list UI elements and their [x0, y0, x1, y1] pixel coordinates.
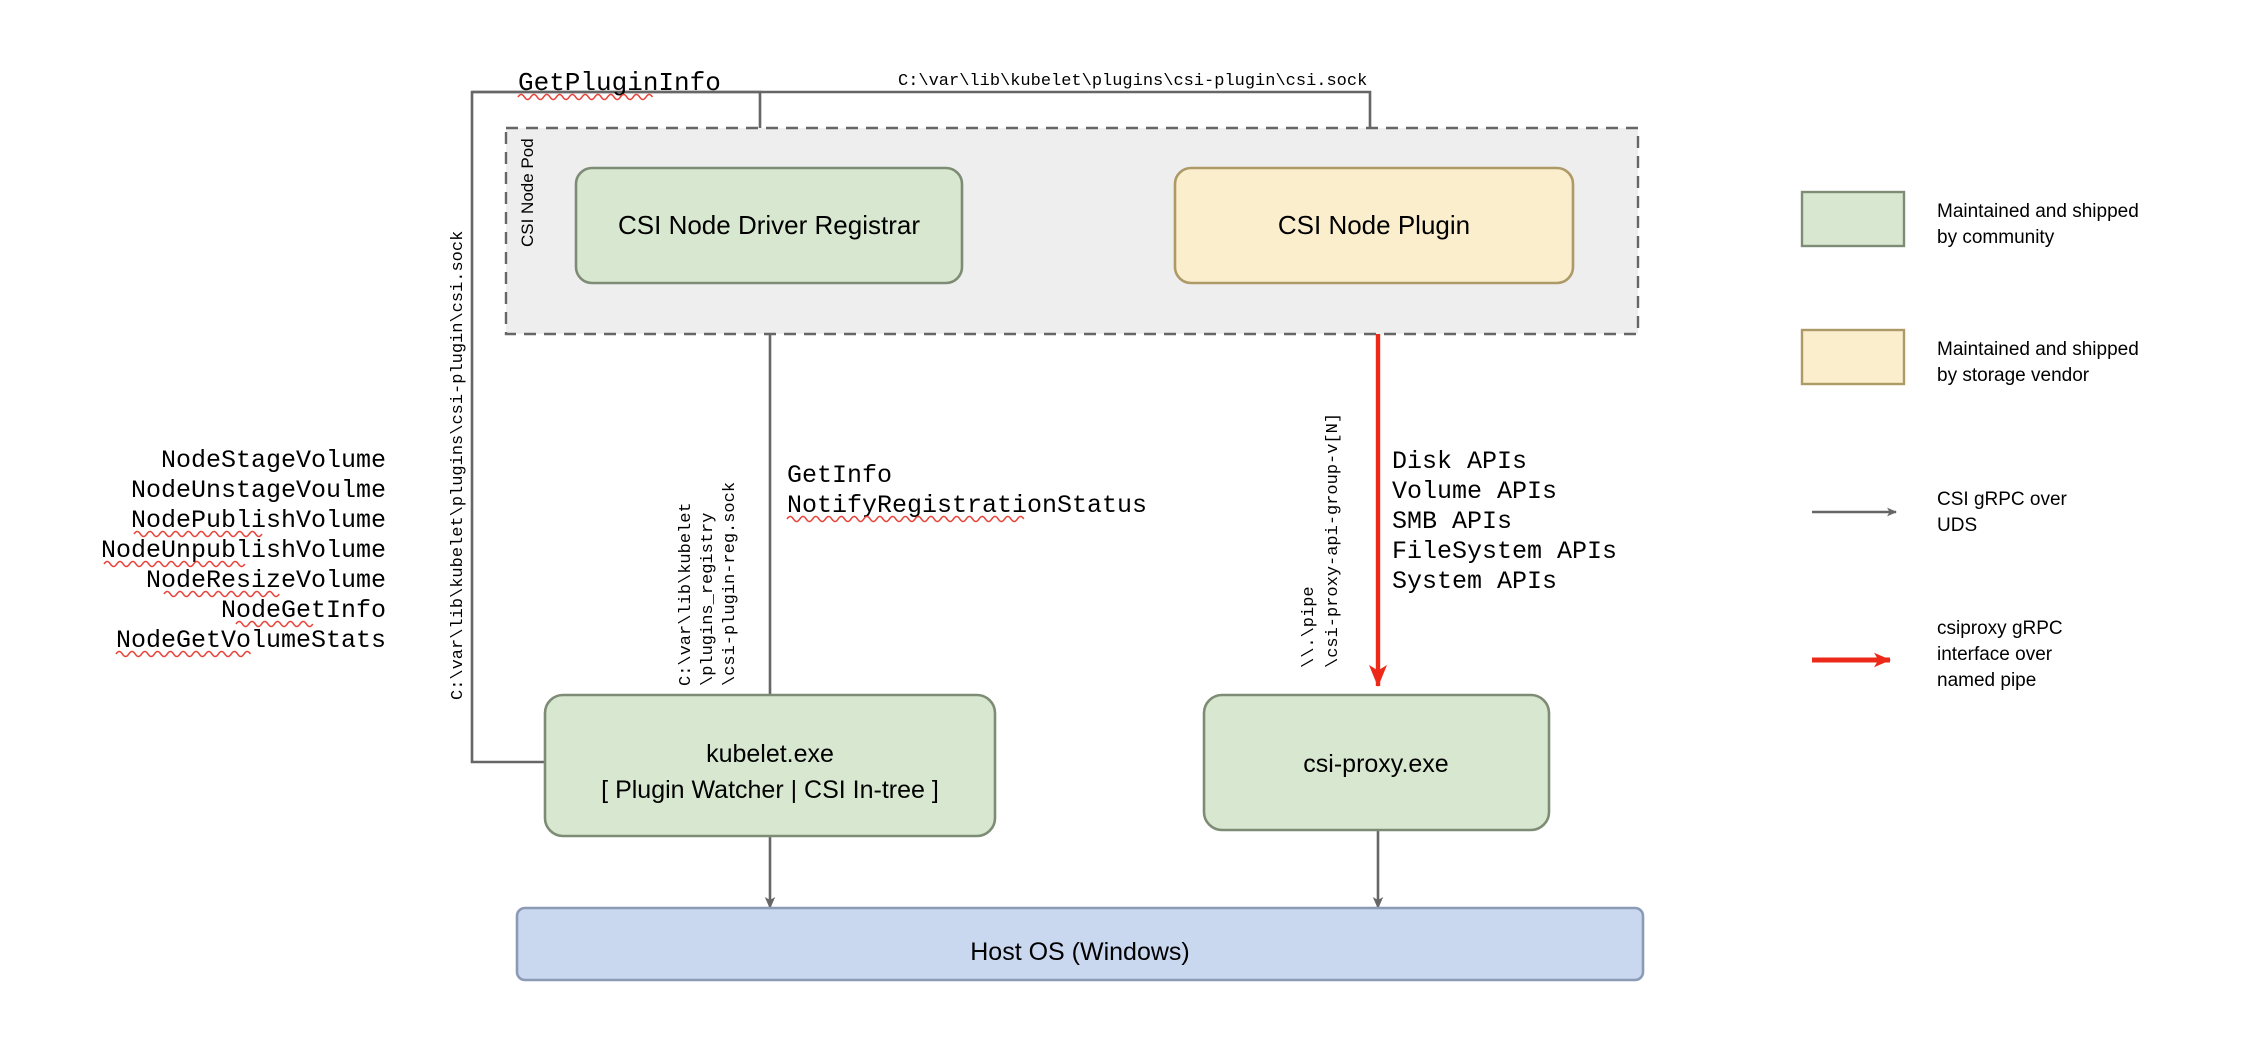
legend-red-line3: named pipe	[1937, 670, 2036, 691]
node-csi-node-driver-registrar-label: CSI Node Driver Registrar	[618, 210, 920, 240]
label-csi-sock-left: C:\var\lib\kubelet\plugins\csi-plugin\cs…	[449, 231, 468, 700]
spellcheck-underline-nodepublishvolume	[133, 530, 263, 538]
node-csi-node-plugin-label: CSI Node Plugin	[1278, 210, 1470, 240]
label-notify-registration-status: NotifyRegistrationStatus	[787, 491, 1147, 520]
label-get-plugin-info: GetPluginInfo	[518, 68, 721, 98]
node-api-item-1: NodeUnstageVoulme	[131, 476, 386, 505]
node-api-item-6: NodeGetVolumeStats	[116, 626, 386, 655]
label-get-info: GetInfo	[787, 461, 892, 490]
legend-community-line1: Maintained and shipped	[1937, 201, 2139, 222]
proxy-api-item-1: Volume APIs	[1392, 477, 1557, 506]
node-csi-proxy-exe[interactable]	[1202, 693, 1551, 832]
node-kubelet-exe[interactable]	[543, 693, 997, 838]
proxy-api-item-0: Disk APIs	[1392, 447, 1527, 476]
node-csi-node-plugin[interactable]	[1173, 166, 1575, 285]
node-csi-node-driver-registrar[interactable]	[574, 166, 964, 285]
node-host-os-label: Host OS (Windows)	[970, 938, 1189, 966]
label-reg-sock-line3: \csi-plugin-reg.sock	[721, 482, 740, 686]
node-kubelet-exe-label-line1: kubelet.exe	[706, 740, 834, 768]
legend: Maintained and shipped by community Main…	[1800, 190, 2139, 691]
spellcheck-underline-noderesizevolume	[163, 590, 280, 598]
legend-vendor-line1: Maintained and shipped	[1937, 339, 2139, 360]
spellcheck-underline-nodegetvolumestats	[115, 650, 252, 658]
proxy-api-item-2: SMB APIs	[1392, 507, 1512, 536]
legend-swatch-vendor	[1800, 328, 1906, 386]
legend-vendor-line2: by storage vendor	[1937, 365, 2090, 386]
csi-node-pod-label: CSI Node Pod	[518, 138, 537, 247]
node-kubelet-exe-label-line2: [ Plugin Watcher | CSI In-tree ]	[601, 776, 939, 804]
node-api-item-0: NodeStageVolume	[161, 446, 386, 475]
spellcheck-underline-getplugininfo	[517, 93, 654, 101]
legend-red-line2: interface over	[1937, 644, 2053, 665]
label-csi-sock-top: C:\var\lib\kubelet\plugins\csi-plugin\cs…	[898, 72, 1367, 91]
legend-community-line2: by community	[1937, 227, 2055, 248]
legend-red-line1: csiproxy gRPC	[1937, 618, 2063, 639]
proxy-api-list: Disk APIs Volume APIs SMB APIs FileSyste…	[1392, 447, 1617, 596]
proxy-api-item-4: System APIs	[1392, 567, 1557, 596]
proxy-api-item-3: FileSystem APIs	[1392, 537, 1617, 566]
label-reg-sock-line2: \plugins_registry	[699, 513, 718, 686]
spellcheck-underline-nodeunpublishvolume	[103, 560, 246, 568]
node-csi-proxy-exe-label: csi-proxy.exe	[1303, 750, 1448, 778]
spellcheck-underline-nodegetinfo	[235, 620, 314, 628]
legend-swatch-community	[1800, 190, 1906, 248]
legend-gray-line1: CSI gRPC over	[1937, 489, 2068, 510]
legend-gray-line2: UDS	[1937, 515, 1977, 536]
node-api-list: NodeStageVolume NodeUnstageVoulme NodePu…	[101, 446, 386, 658]
node-api-item-2: NodePublishVolume	[131, 506, 386, 535]
node-host-os[interactable]	[515, 906, 1645, 982]
label-pipe-line1: \\.\pipe	[1300, 586, 1319, 668]
node-api-item-4: NodeResizeVolume	[146, 566, 386, 595]
label-reg-sock-line1: C:\var\lib\kubelet	[677, 502, 696, 686]
spellcheck-underline-notifyregistrationstatus	[786, 515, 1025, 523]
node-api-item-3: NodeUnpublishVolume	[101, 536, 386, 565]
label-pipe-line2: \csi-proxy-api-group-v[N]	[1324, 413, 1343, 668]
node-api-item-5: NodeGetInfo	[221, 596, 386, 625]
